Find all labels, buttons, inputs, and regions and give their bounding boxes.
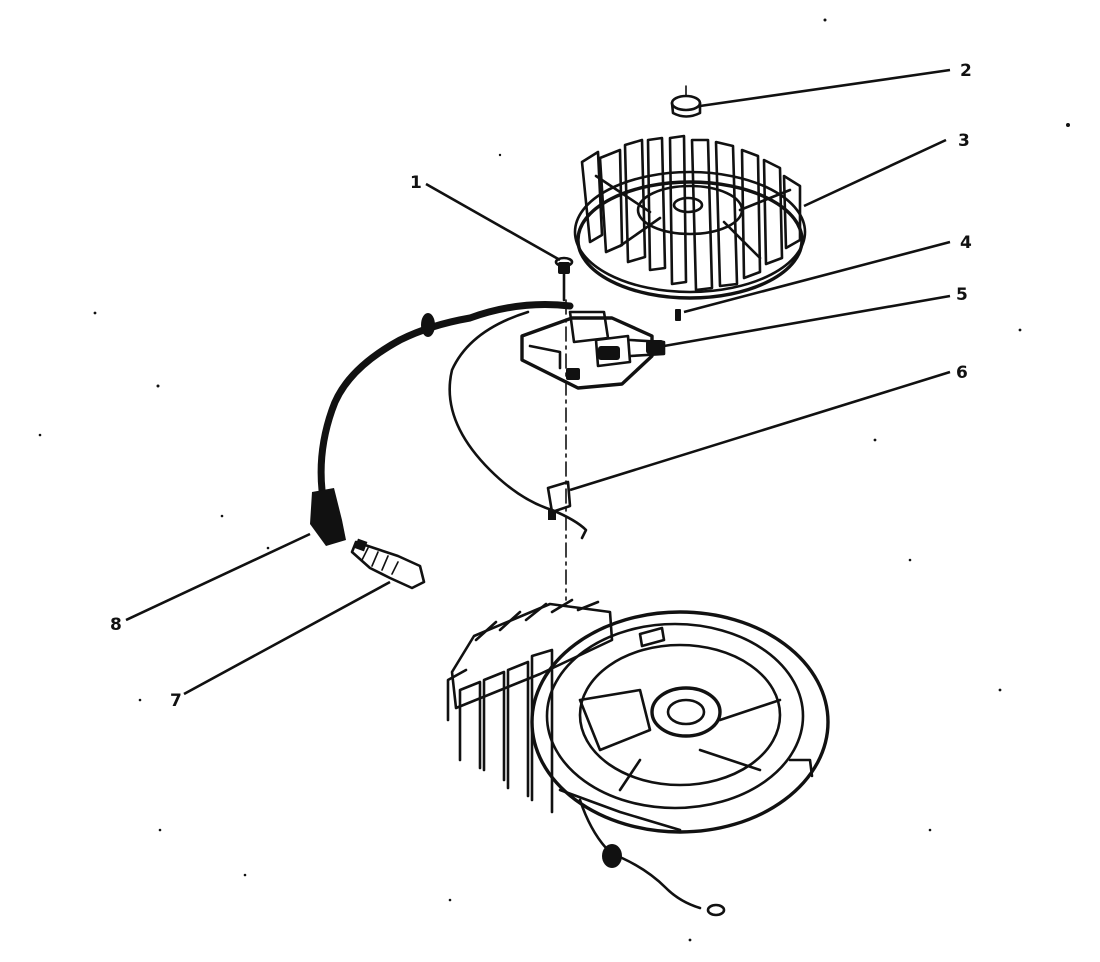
callout-labels: 2 3 1 4 5 6 8 7 — [110, 61, 972, 711]
engine-block — [446, 598, 830, 834]
ground-wire — [448, 310, 588, 540]
flywheel-key — [675, 309, 681, 321]
callout-5: 5 — [956, 285, 968, 305]
scan-speckles — [38, 18, 1070, 942]
callout-3: 3 — [958, 131, 970, 151]
callout-6: 6 — [956, 363, 968, 383]
flywheel-nut — [670, 85, 702, 118]
wire-clip — [546, 480, 572, 520]
mounting-screw — [554, 256, 574, 302]
spark-plug-lead — [310, 301, 574, 546]
ignition-module — [520, 310, 666, 390]
callout-7: 7 — [170, 691, 182, 711]
callout-1: 1 — [410, 173, 422, 193]
callout-4: 4 — [960, 233, 972, 253]
callout-8: 8 — [110, 615, 122, 635]
leader-lines — [125, 68, 951, 696]
callout-2: 2 — [960, 61, 972, 81]
flywheel — [573, 134, 807, 300]
lower-ground-wire — [578, 798, 726, 917]
spark-plug — [350, 538, 426, 590]
